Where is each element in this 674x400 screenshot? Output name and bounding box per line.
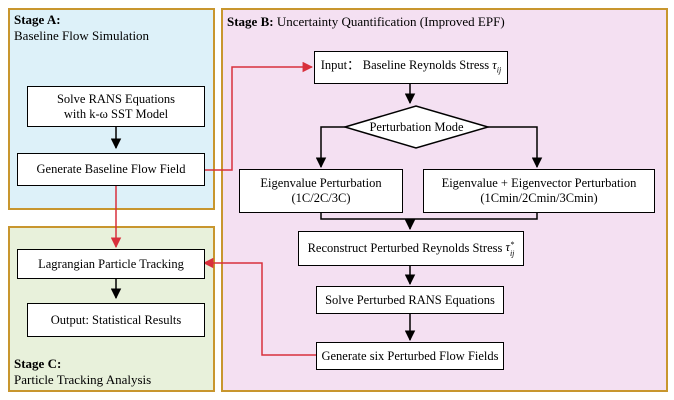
lagrangian-tracking-box: Lagrangian Particle Tracking xyxy=(17,249,205,279)
merge-line-left xyxy=(320,213,410,220)
tau-star-symbol: τ*ij xyxy=(505,239,515,258)
tau-symbol: τij xyxy=(492,57,502,75)
solve-rans-line-2: with k-ω SST Model xyxy=(63,106,169,121)
eigenvector-line-2: (1Cmin/2Cmin/3Cmin) xyxy=(480,191,598,205)
generate-baseline-field-label: Generate Baseline Flow Field xyxy=(36,162,186,176)
eigenvector-line-1: Eigenvalue + Eigenvector Perturbation xyxy=(441,176,637,190)
input-label-line: Input： Baseline Reynolds Stress τij xyxy=(321,58,501,78)
generate-six-label: Generate six Perturbed Flow Fields xyxy=(321,348,499,363)
stage-a-title: Stage A: Baseline Flow Simulation xyxy=(14,12,149,44)
solve-rans-box: Solve RANS Equations with k-ω SST Model xyxy=(27,86,205,127)
generate-six-fields-box: Generate six Perturbed Flow Fields xyxy=(316,342,504,370)
input-reynolds-stress-box: Input： Baseline Reynolds Stress τij xyxy=(314,51,508,84)
arrow-mode-to-eigenvalue xyxy=(315,126,345,169)
perturbation-mode-label: Perturbation Mode xyxy=(369,120,464,134)
stage-a-label: Stage A: xyxy=(14,12,61,27)
arrow-mode-to-eigenvector xyxy=(488,126,543,169)
eigenvalue-line-2: (1C/2C/3C) xyxy=(291,191,351,205)
solve-rans-line-1: Solve RANS Equations xyxy=(56,91,176,106)
input-label: Input： Baseline Reynolds Stress xyxy=(320,57,490,72)
generate-baseline-field-box: Generate Baseline Flow Field xyxy=(17,153,205,186)
stage-b-title: Stage B: Uncertainty Quantification (Imp… xyxy=(227,14,505,30)
merge-line-right xyxy=(410,213,538,220)
stage-b-name: Uncertainty Quantification (Improved EPF… xyxy=(276,14,505,29)
eigenvalue-perturbation-box: Eigenvalue Perturbation (1C/2C/3C) xyxy=(239,169,403,213)
arrow-field-to-input xyxy=(205,61,314,171)
reconstruct-stress-box: Reconstruct Perturbed Reynolds Stress τ*… xyxy=(298,231,524,266)
eigenvalue-line-1: Eigenvalue Perturbation xyxy=(260,176,382,190)
solve-perturbed-label: Solve Perturbed RANS Equations xyxy=(325,292,495,307)
stage-c-title: Stage C: Particle Tracking Analysis xyxy=(14,356,151,388)
output-results-label: Output: Statistical Results xyxy=(50,312,182,327)
output-results-box: Output: Statistical Results xyxy=(27,303,205,337)
arrow-six-to-lagrangian xyxy=(202,257,316,356)
reconstruct-label-line: Reconstruct Perturbed Reynolds Stress τ*… xyxy=(308,240,515,258)
stage-b-label: Stage B: xyxy=(227,14,274,29)
reconstruct-label: Reconstruct Perturbed Reynolds Stress xyxy=(307,240,503,255)
stage-a-name: Baseline Flow Simulation xyxy=(14,28,150,43)
solve-perturbed-rans-box: Solve Perturbed RANS Equations xyxy=(316,286,504,314)
lagrangian-tracking-label: Lagrangian Particle Tracking xyxy=(38,256,184,271)
stage-c-name: Particle Tracking Analysis xyxy=(14,372,152,387)
eigenvector-perturbation-box: Eigenvalue + Eigenvector Perturbation (1… xyxy=(423,169,655,213)
stage-c-label: Stage C: xyxy=(14,356,62,371)
